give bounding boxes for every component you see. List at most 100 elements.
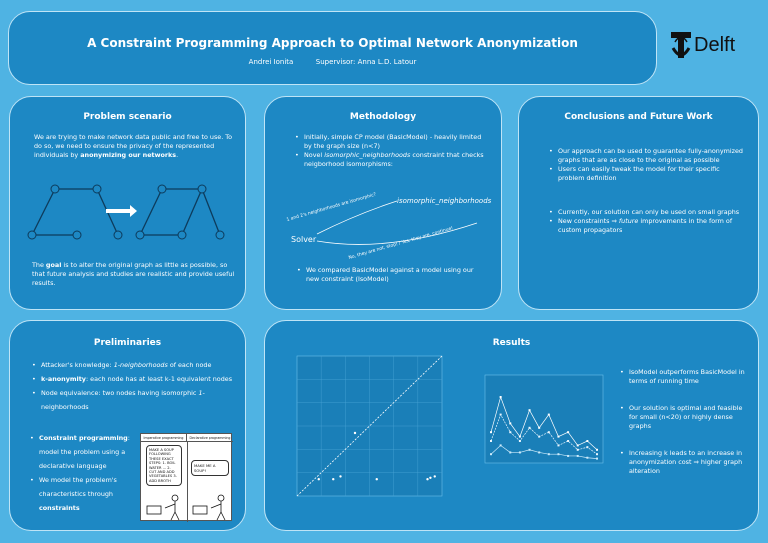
- chart1-point: [332, 478, 335, 481]
- chart2-series-line: [490, 395, 598, 451]
- list-item: Initially, simple CP model (BasicModel) …: [295, 133, 490, 151]
- chart2-point: [567, 431, 570, 434]
- list-item: Users can easily tweak the model for the…: [549, 165, 744, 183]
- header-panel: A Constraint Programming Approach to Opt…: [8, 11, 657, 85]
- supervisor: Supervisor: Anna L.D. Latour: [315, 58, 417, 66]
- chart2-point: [518, 451, 521, 454]
- programming-comic: Imperative programming Declarative progr…: [140, 433, 233, 522]
- list-item: New constraints ⇒ future improvements in…: [549, 217, 744, 235]
- chart2-point: [557, 435, 560, 438]
- chart1-point: [426, 478, 429, 481]
- methodology-panel: Methodology Initially, simple CP model (…: [264, 96, 502, 310]
- chart2-point: [567, 454, 570, 457]
- diagram-node-label: isomorphic_neighborhoods: [397, 197, 492, 205]
- chart2-point: [596, 457, 598, 460]
- list-item: Node equivalence: two nodes having isomo…: [32, 386, 237, 414]
- chart2-point: [596, 448, 598, 451]
- results-title: Results: [492, 338, 531, 348]
- chart2-series-line: [490, 413, 598, 455]
- chart2-point: [547, 453, 550, 456]
- tudelft-logo: Delft: [664, 28, 764, 64]
- preliminaries-panel: Preliminaries Attacker's knowledge: 1-ne…: [9, 320, 246, 531]
- problem-panel: Problem scenario We are trying to make n…: [9, 96, 246, 310]
- chart2-point: [490, 453, 492, 456]
- chart1-point: [429, 476, 432, 479]
- anonymization-cost-chart: [484, 374, 604, 464]
- preliminaries-list-top: Attacker's knowledge: 1-neighborhoods of…: [32, 358, 237, 414]
- chart2-point: [528, 426, 531, 429]
- chart2-series-line: [490, 444, 598, 459]
- graph-transformation-diagram: [27, 184, 225, 240]
- list-item: k-anonymity: each node has at least k-1 …: [32, 372, 237, 386]
- chart2-point: [586, 446, 589, 449]
- comic-right-bubble: MAKE ME A SOUP!: [191, 460, 229, 476]
- conclusions-list: Our approach can be used to guarantee fu…: [549, 147, 744, 235]
- results-list: IsoModel outperforms BasicModel in terms…: [620, 368, 750, 476]
- diagram-solver-label: Solver: [291, 235, 317, 244]
- diagram-arrow-up-label: 1 and 2's neighborhoods are isomorphic?: [286, 191, 378, 223]
- list-item: Attacker's knowledge: 1-neighborhoods of…: [32, 358, 237, 372]
- chart2-point: [576, 448, 579, 451]
- chart1-point: [375, 478, 378, 481]
- logo-text: Delft: [694, 34, 736, 56]
- chart2-point: [490, 431, 492, 434]
- chart2-point: [596, 453, 598, 456]
- tudelft-flame-icon: [671, 32, 691, 58]
- poster-title: A Constraint Programming Approach to Opt…: [87, 36, 578, 50]
- runtime-scatter-chart: [296, 355, 443, 497]
- list-item: Our solution is optimal and feasible for…: [620, 404, 750, 431]
- comic-left-bubble: MAKE A SOUP FOLLOWING THESE EXACT STEPS:…: [146, 445, 182, 487]
- list-item: We compared BasicModel against a model u…: [297, 266, 487, 284]
- chart2-point: [547, 413, 550, 416]
- list-item: Novel isomorphic_neighborhoods constrain…: [295, 151, 490, 169]
- chart2-point: [586, 456, 589, 459]
- chart2-point: [499, 396, 502, 398]
- chart2-point: [490, 440, 492, 442]
- chart1-point: [317, 478, 320, 481]
- methodology-list-bottom: We compared BasicModel against a model u…: [297, 266, 487, 284]
- chart2-point: [518, 435, 521, 438]
- problem-title: Problem scenario: [83, 112, 172, 122]
- chart2-point: [528, 448, 531, 451]
- transform-arrow-icon: [106, 205, 137, 217]
- problem-goal: The goal is to alter the original graph …: [32, 261, 235, 287]
- list-item: We model the problem's characteristics t…: [30, 473, 138, 515]
- preliminaries-title: Preliminaries: [93, 338, 162, 348]
- chart1-point: [433, 475, 436, 478]
- chart2-point: [538, 426, 541, 429]
- list-item: Constraint programming: model the proble…: [30, 431, 138, 473]
- comic-figures: [146, 494, 226, 521]
- list-item: Our approach can be used to guarantee fu…: [549, 147, 744, 165]
- chart2-point: [576, 454, 579, 457]
- chart2-point: [518, 440, 521, 442]
- chart2-point: [576, 444, 579, 447]
- chart2-point: [586, 440, 589, 442]
- chart2-point: [499, 413, 502, 416]
- diagram-arrow-down-label: No, they are not, stop! / Yes, they are,…: [348, 225, 454, 261]
- chart2-point: [499, 444, 502, 447]
- chart1-point: [339, 475, 342, 478]
- conclusions-title: Conclusions and Future Work: [564, 112, 713, 122]
- comic-right-header: Declarative programming: [187, 434, 233, 442]
- methodology-list-top: Initially, simple CP model (BasicModel) …: [295, 133, 490, 169]
- results-panel: Results IsoModel outperforms BasicModel …: [264, 320, 759, 531]
- author: Andrei Ionita: [248, 58, 294, 66]
- chart1-point: [353, 431, 357, 435]
- chart2-point: [557, 453, 560, 456]
- chart2-point: [538, 435, 541, 438]
- chart2-point: [509, 431, 512, 434]
- list-item: Increasing k leads to an increase in ano…: [620, 449, 750, 476]
- solver-diagram: 1 and 2's neighborhoods are isomorphic? …: [286, 191, 492, 261]
- chart2-point: [509, 422, 512, 425]
- chart2-plot-area: [484, 374, 604, 464]
- methodology-title: Methodology: [349, 112, 417, 122]
- problem-intro: We are trying to make network data publi…: [34, 133, 233, 159]
- list-item: IsoModel outperforms BasicModel in terms…: [620, 368, 750, 386]
- chart2-point: [528, 409, 531, 412]
- preliminaries-list-bottom: Constraint programming: model the proble…: [30, 431, 138, 515]
- chart2-point: [509, 451, 512, 454]
- conclusions-panel: Conclusions and Future Work Our approach…: [518, 96, 759, 310]
- comic-left-header: Imperative programming: [141, 434, 187, 442]
- list-item: Currently, our solution can only be used…: [549, 208, 744, 217]
- chart2-point: [567, 440, 570, 442]
